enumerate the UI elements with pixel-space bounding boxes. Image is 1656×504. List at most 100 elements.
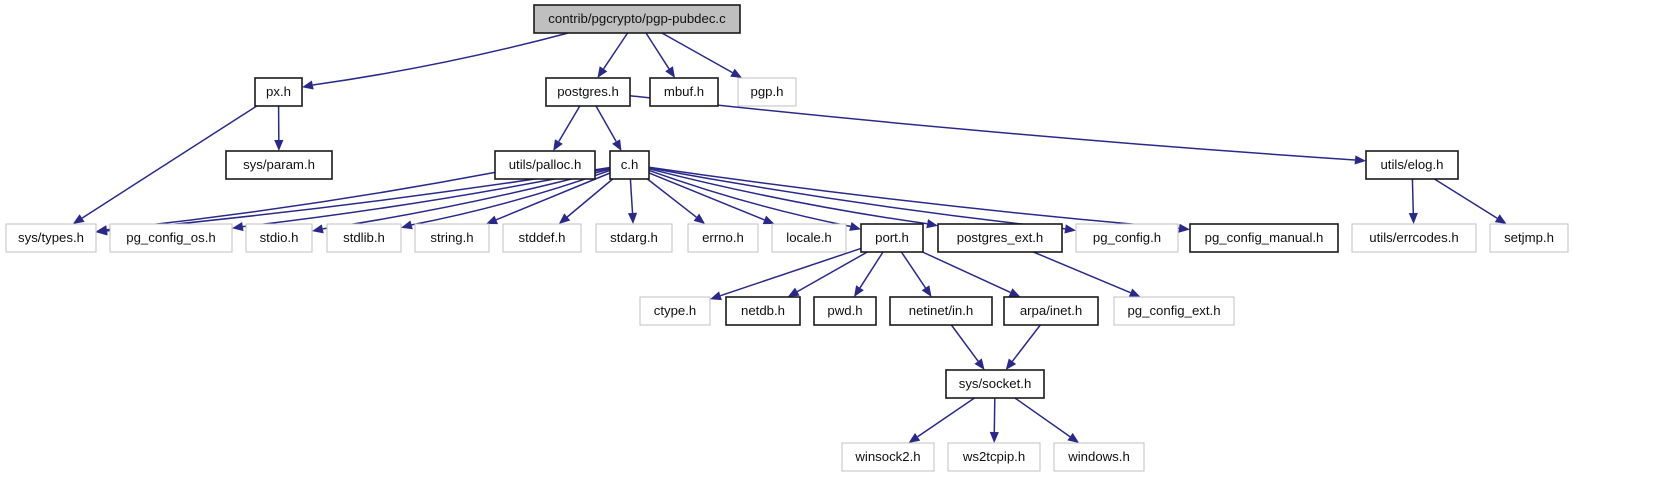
node-box-windows-h[interactable]: [1053, 442, 1145, 472]
node-box-stddef-h[interactable]: [502, 223, 582, 253]
node-label-winsock2-h: winsock2.h: [854, 449, 920, 464]
node-postgres-h[interactable]: postgres.h: [545, 77, 631, 107]
node-port-h[interactable]: port.h: [860, 223, 924, 253]
node-windows-h[interactable]: windows.h: [1053, 442, 1145, 472]
node-box-setjmp-h[interactable]: [1489, 223, 1569, 253]
node-px-h[interactable]: px.h: [254, 77, 303, 107]
edge-sys-socket-h-to-ws2tcpip-h: [993, 397, 996, 433]
node-box-pg-config-manual-h[interactable]: [1189, 223, 1339, 253]
node-errno-h[interactable]: errno.h: [687, 223, 759, 253]
node-box-winsock2-h[interactable]: [841, 442, 935, 472]
edge-postgres-h-to-utils-elog-h: [629, 94, 1356, 161]
node-sys-param-h[interactable]: sys/param.h: [225, 150, 333, 180]
node-label-netdb-h: netdb.h: [741, 303, 785, 318]
node-box-locale-h[interactable]: [771, 223, 847, 253]
node-box-postgres-ext-h[interactable]: [937, 223, 1063, 253]
node-box-sys-param-h[interactable]: [225, 150, 333, 180]
node-stddef-h[interactable]: stddef.h: [502, 223, 582, 253]
arrowhead-winsock2-h: [908, 433, 921, 443]
node-box-stdarg-h[interactable]: [595, 223, 673, 253]
node-box-netdb-h[interactable]: [725, 296, 801, 326]
node-stdarg-h[interactable]: stdarg.h: [595, 223, 673, 253]
node-label-mbuf-h: mbuf.h: [664, 84, 704, 99]
node-box-pg-config-ext-h[interactable]: [1113, 296, 1235, 326]
node-mbuf-h[interactable]: mbuf.h: [649, 77, 719, 107]
node-netinet-in-h[interactable]: netinet/in.h: [889, 296, 993, 326]
node-ctype-h[interactable]: ctype.h: [639, 296, 711, 326]
node-setjmp-h[interactable]: setjmp.h: [1489, 223, 1569, 253]
node-pg-config-ext-h[interactable]: pg_config_ext.h: [1113, 296, 1235, 326]
edge-contrib-pgcrypto-pgp-pubdec-c-to-mbuf-h: [645, 32, 670, 70]
node-box-pg-config-h[interactable]: [1075, 223, 1179, 253]
node-box-errno-h[interactable]: [687, 223, 759, 253]
node-box-mbuf-h[interactable]: [649, 77, 719, 107]
arrowhead-utils-errcodes-h: [1408, 212, 1418, 224]
node-box-contrib-pgcrypto-pgp-pubdec-c[interactable]: [533, 4, 741, 34]
edge-arpa-inet-h-to-sys-socket-h: [1011, 324, 1041, 362]
arrowhead-windows-h: [1067, 432, 1080, 443]
node-sys-socket-h[interactable]: sys/socket.h: [945, 369, 1045, 399]
node-pg-config-manual-h[interactable]: pg_config_manual.h: [1189, 223, 1339, 253]
node-pg-config-h[interactable]: pg_config.h: [1075, 223, 1179, 253]
edge-c-h-to-string-h: [495, 172, 611, 221]
node-layer: contrib/pgcrypto/pgp-pubdec.c px.h postgre…: [5, 4, 1569, 472]
node-box-stdio-h[interactable]: [245, 223, 313, 253]
node-locale-h[interactable]: locale.h: [771, 223, 847, 253]
edge-c-h-to-postgres-ext-h: [648, 168, 928, 225]
node-pg-config-os-h[interactable]: pg_config_os.h: [109, 223, 233, 253]
node-box-ctype-h[interactable]: [639, 296, 711, 326]
node-box-port-h[interactable]: [860, 223, 924, 253]
node-pgp-h[interactable]: pgp.h: [737, 77, 797, 107]
node-box-arpa-inet-h[interactable]: [1003, 296, 1099, 326]
node-utils-elog-h[interactable]: utils/elog.h: [1365, 150, 1459, 180]
edge-c-h-to-pg-config-h: [648, 167, 1066, 230]
node-c-h[interactable]: c.h: [609, 150, 650, 180]
node-box-pwd-h[interactable]: [813, 296, 877, 326]
node-box-c-h[interactable]: [609, 150, 650, 180]
node-utils-errcodes-h[interactable]: utils/errcodes.h: [1351, 223, 1477, 253]
node-label-pg-config-ext-h: pg_config_ext.h: [1127, 303, 1220, 318]
node-pwd-h[interactable]: pwd.h: [813, 296, 877, 326]
node-box-ws2tcpip-h[interactable]: [947, 442, 1041, 472]
arrowhead-pgp-h: [730, 68, 743, 78]
node-label-ctype-h: ctype.h: [654, 303, 697, 318]
edge-c-h-to-stdarg-h: [629, 178, 634, 214]
node-utils-palloc-h[interactable]: utils/palloc.h: [494, 150, 596, 180]
edge-c-h-to-pg-config-manual-h: [648, 166, 1180, 229]
node-string-h[interactable]: string.h: [414, 223, 490, 253]
arrowhead-string-h: [486, 215, 498, 225]
edge-postgres-h-to-c-h: [595, 105, 617, 142]
node-box-sys-types-h[interactable]: [5, 223, 97, 253]
edge-postgres-h-to-utils-palloc-h: [558, 105, 581, 142]
arrowhead-mbuf-h: [665, 66, 675, 78]
node-box-px-h[interactable]: [254, 77, 303, 107]
node-box-netinet-in-h[interactable]: [889, 296, 993, 326]
node-stdlib-h[interactable]: stdlib.h: [326, 223, 402, 253]
node-box-postgres-h[interactable]: [545, 77, 631, 107]
node-box-string-h[interactable]: [414, 223, 490, 253]
node-postgres-ext-h[interactable]: postgres_ext.h: [937, 223, 1063, 253]
node-netdb-h[interactable]: netdb.h: [725, 296, 801, 326]
arrowhead-pg-config-h: [1064, 224, 1076, 234]
node-arpa-inet-h[interactable]: arpa/inet.h: [1003, 296, 1099, 326]
node-box-stdlib-h[interactable]: [326, 223, 402, 253]
node-winsock2-h[interactable]: winsock2.h: [841, 442, 935, 472]
edge-c-h-to-locale-h: [648, 172, 765, 221]
node-contrib-pgcrypto-pgp-pubdec-c[interactable]: contrib/pgcrypto/pgp-pubdec.c: [533, 4, 741, 34]
node-label-pwd-h: pwd.h: [827, 303, 862, 318]
arrowhead-locale-h: [762, 215, 775, 225]
node-box-utils-errcodes-h[interactable]: [1351, 223, 1477, 253]
node-stdio-h[interactable]: stdio.h: [245, 223, 313, 253]
node-sys-types-h[interactable]: sys/types.h: [5, 223, 97, 253]
node-ws2tcpip-h[interactable]: ws2tcpip.h: [947, 442, 1041, 472]
node-box-pg-config-os-h[interactable]: [109, 223, 233, 253]
node-label-utils-palloc-h: utils/palloc.h: [509, 157, 582, 172]
node-box-sys-socket-h[interactable]: [945, 369, 1045, 399]
node-box-pgp-h[interactable]: [737, 77, 797, 107]
node-label-string-h: string.h: [430, 230, 473, 245]
node-box-utils-palloc-h[interactable]: [494, 150, 596, 180]
node-box-utils-elog-h[interactable]: [1365, 150, 1459, 180]
node-label-arpa-inet-h: arpa/inet.h: [1020, 303, 1082, 318]
edge-port-h-to-pwd-h: [859, 251, 884, 289]
